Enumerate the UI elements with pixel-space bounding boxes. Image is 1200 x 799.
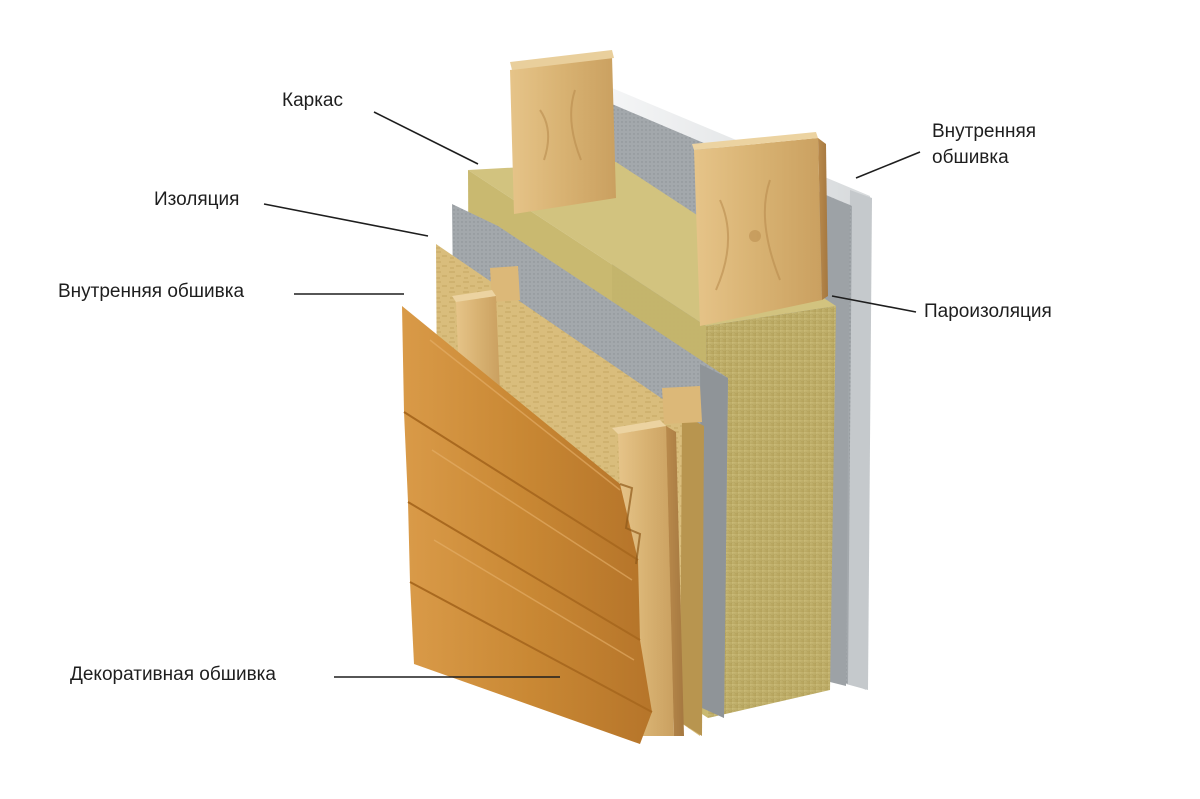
label-inner-cladding-right-2: обшивка — [932, 147, 1009, 168]
label-insulation: Изоляция — [154, 189, 240, 210]
frame-studs — [510, 50, 828, 326]
leader-line-insulation — [263, 203, 429, 237]
leader-line-frame — [373, 111, 479, 165]
label-vapor-barrier: Пароизоляция — [924, 301, 1052, 322]
leader-line-inner-cladding-right — [855, 151, 921, 179]
leader-line-vapor-barrier — [831, 295, 917, 313]
leader-lines — [263, 111, 921, 678]
label-inner-cladding-right-1: Внутренняя — [932, 121, 1037, 142]
label-frame: Каркас — [282, 90, 343, 111]
label-inner-cladding-left: Внутренняя обшивка — [58, 281, 245, 302]
label-decorative-cladding: Декоративная обшивка — [70, 664, 276, 685]
decorative-siding-layer — [402, 306, 653, 744]
